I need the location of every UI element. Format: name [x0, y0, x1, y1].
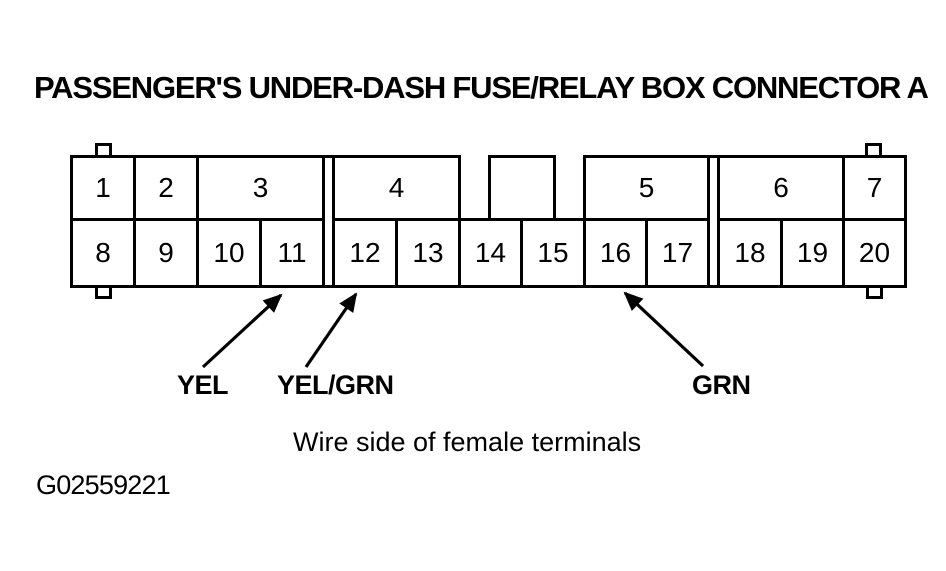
pin-9: 9: [133, 218, 199, 288]
arrow-to-pin-16: [623, 291, 705, 368]
cavity-4: 4: [332, 155, 461, 221]
wire-color-label-yel: YEL: [177, 370, 229, 400]
pin-20: 20: [842, 218, 907, 288]
pin-8: 8: [70, 218, 136, 288]
figure-id: G02559221: [36, 470, 171, 500]
pin-15: 15: [520, 218, 586, 288]
pin-12: 12: [332, 218, 398, 288]
arrow-to-pin-12: [304, 292, 358, 368]
mount-tab-4: [866, 285, 883, 299]
pin-10: 10: [196, 218, 262, 288]
view-caption: Wire side of female terminals: [293, 427, 642, 457]
wire-color-label-yel-grn: YEL/GRN: [277, 370, 394, 400]
cavity-2: 2: [133, 155, 199, 221]
pin-17: 17: [645, 218, 710, 288]
section-divider-2: [710, 155, 717, 288]
pin-18: 18: [717, 218, 783, 288]
pin-16: 16: [583, 218, 648, 288]
cavity-1: 1: [70, 155, 136, 221]
diagram-title: PASSENGER'S UNDER-DASH FUSE/RELAY BOX CO…: [34, 70, 929, 105]
cavity-3: 3: [196, 155, 325, 221]
mount-tab-3: [95, 285, 112, 299]
unnumbered-cavity: [488, 155, 556, 221]
pin-13: 13: [395, 218, 461, 288]
cavity-5: 5: [583, 155, 710, 221]
pin-14: 14: [458, 218, 523, 288]
arrow-to-pin-11: [201, 293, 283, 369]
cavity-6: 6: [717, 155, 845, 221]
mount-tab-2: [865, 143, 882, 158]
cavity-7: 7: [842, 155, 907, 221]
pin-19: 19: [780, 218, 845, 288]
pin-11: 11: [259, 218, 325, 288]
section-divider-1: [325, 155, 332, 288]
wire-color-label-grn: GRN: [692, 370, 751, 400]
mount-tab-1: [95, 143, 112, 158]
